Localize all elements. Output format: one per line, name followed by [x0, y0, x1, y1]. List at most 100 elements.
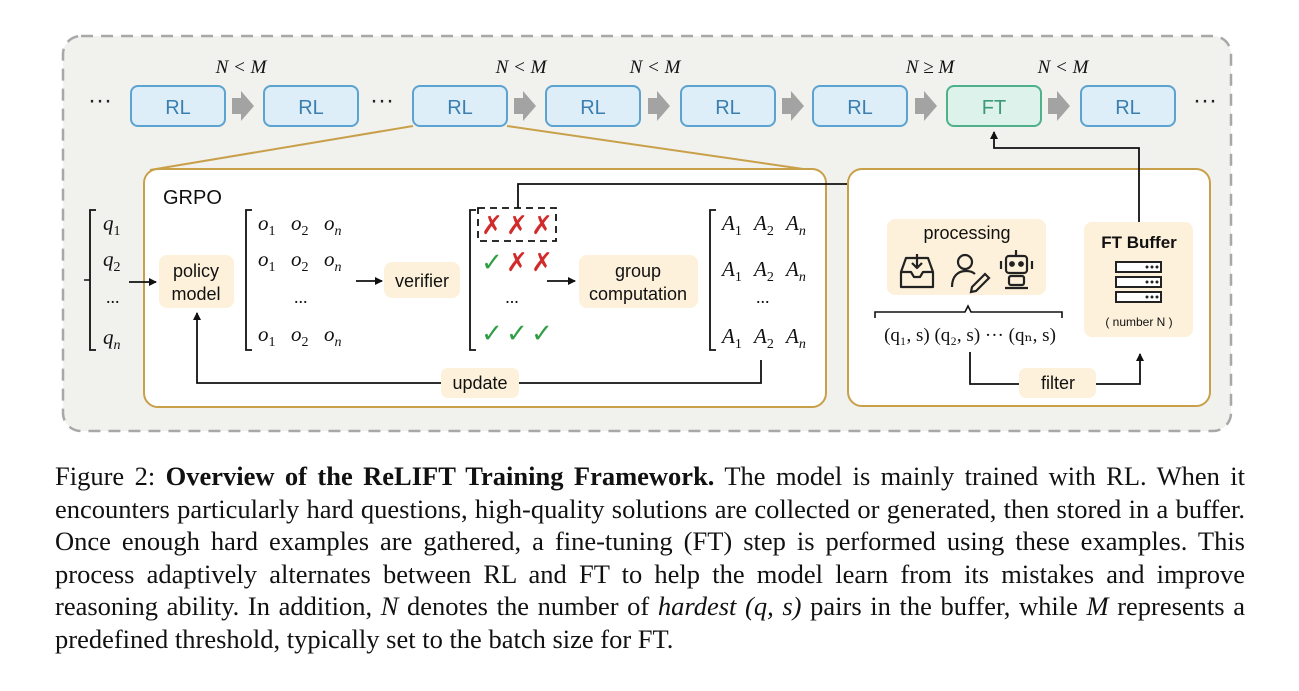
condition-label: N < M: [1037, 57, 1090, 78]
question-solution-pairs: (q₁, s) (q₂, s) ··· (qₙ, s): [884, 325, 1056, 346]
pairs-brace: [874, 304, 1063, 318]
buffer-panel: processing (q₁, s) (q₂, s) ··· (qₙ, s): [847, 168, 1211, 407]
group-computation-chip: group computation: [579, 255, 698, 308]
stage-label: RL: [580, 97, 606, 119]
question-ellipsis: ...: [106, 287, 120, 307]
block-arrow-icon: [232, 91, 254, 121]
caption-text: pairs in the buffer, while: [801, 591, 1087, 622]
condition-label: N < M: [495, 57, 548, 78]
block-arrow-icon: [648, 91, 670, 121]
svg-text:A2: A2: [752, 211, 774, 239]
server-stack-icon: [1115, 261, 1162, 303]
stage-rl-6: RL: [812, 85, 908, 127]
outputs-matrix: o1 o2 on o1 o2 on ... o1 o2 on: [258, 211, 342, 350]
svg-text:o1: o1: [258, 211, 276, 239]
ft-buffer-count: ( number N ): [1105, 315, 1172, 329]
caption-label: Figure 2:: [55, 461, 166, 491]
svg-text:A2: A2: [752, 324, 774, 352]
svg-text:o2: o2: [291, 322, 309, 350]
check-icon: ✓: [531, 318, 553, 348]
svg-text:on: on: [324, 247, 342, 275]
svg-text:An: An: [784, 324, 806, 352]
block-arrow-icon: [1048, 91, 1070, 121]
caption-text: The model is mainly trained with RL. Whe…: [55, 461, 1245, 622]
svg-text:An: An: [784, 257, 806, 285]
condition-label: N < M: [215, 57, 268, 78]
group-computation-label: computation: [589, 284, 687, 304]
policy-model-chip: policy model: [159, 255, 234, 308]
stage-label: RL: [165, 97, 191, 119]
stage-rl-4: RL: [545, 85, 641, 127]
block-arrow-icon: [514, 91, 536, 121]
svg-text:o1: o1: [258, 247, 276, 275]
question-qn: qn: [103, 325, 121, 353]
grpo-title: GRPO: [163, 187, 222, 209]
update-chip: update: [441, 368, 519, 398]
check-icon: ✓: [481, 247, 503, 277]
svg-text:on: on: [324, 211, 342, 239]
cross-icon: ✗: [506, 210, 528, 240]
caption-hardest: hardest: [657, 591, 737, 622]
verify-bracket-left: [469, 209, 476, 351]
svg-text:o2: o2: [291, 247, 309, 275]
block-arrow-icon: [782, 91, 804, 121]
processing-label: processing: [923, 223, 1010, 243]
robot-icon: [999, 250, 1034, 290]
stage-label: RL: [1115, 97, 1141, 119]
svg-text:An: An: [784, 211, 806, 239]
stage-label: RL: [715, 97, 741, 119]
grpo-panel: GRPO q1 q2 ... qn policy model o1 o2 on …: [84, 168, 827, 408]
group-computation-label: group: [615, 261, 661, 281]
block-arrows: [232, 91, 1070, 121]
zoom-line-left: [149, 125, 414, 171]
svg-text:A1: A1: [720, 324, 742, 352]
caption-symbol-m: M: [1086, 591, 1109, 622]
update-label: update: [452, 373, 507, 393]
cross-icon: ✗: [531, 210, 553, 240]
stage-label: RL: [847, 97, 873, 119]
cross-icon: ✗: [531, 247, 553, 277]
svg-text:A1: A1: [720, 257, 742, 285]
outputs-bracket-left: [245, 209, 252, 351]
verifier-label: verifier: [395, 271, 449, 291]
relift-diagram: ··· ··· ··· N < M N < M N < M N ≥ M N < …: [61, 34, 1233, 433]
check-icon: ✓: [506, 318, 528, 348]
stage-ft: FT: [946, 85, 1042, 127]
svg-text:A1: A1: [720, 211, 742, 239]
stage-rl-2: RL: [263, 85, 359, 127]
inbox-icon: [899, 254, 935, 289]
cross-icon: ✗: [506, 247, 528, 277]
svg-text:...: ...: [294, 287, 308, 307]
svg-text:...: ...: [756, 287, 770, 307]
svg-text:o2: o2: [291, 211, 309, 239]
caption-title: Overview of the ReLIFT Training Framewor…: [165, 461, 715, 491]
hardest-selection-box: [477, 207, 557, 242]
stage-label: RL: [447, 97, 473, 119]
filter-label: filter: [1041, 373, 1075, 393]
stage-rl-3: RL: [412, 85, 508, 127]
question-q2: q2: [103, 247, 121, 275]
cross-icon: ✗: [481, 210, 503, 240]
block-arrow-icon: [915, 91, 937, 121]
arrow-buffer-to-ft: [990, 131, 1140, 222]
svg-text:o1: o1: [258, 322, 276, 350]
stage-label: FT: [982, 97, 1006, 119]
stage-rl-5: RL: [680, 85, 776, 127]
condition-label: N < M: [629, 57, 682, 78]
caption-text: represents a predefined threshold, typic…: [55, 591, 1246, 654]
filter-chip: filter: [1019, 368, 1096, 398]
policy-model-label: policy: [173, 261, 219, 281]
person-edit-icon: [950, 253, 991, 294]
zoom-line-right: [506, 125, 811, 171]
pipeline: ··· ··· ··· N < M N < M N < M N ≥ M N < …: [88, 57, 1217, 127]
advantages-bracket-left: [709, 209, 716, 351]
ft-buffer-title: FT Buffer: [1101, 233, 1177, 252]
stage-rl-1: RL: [130, 85, 226, 127]
policy-model-label: model: [171, 284, 220, 304]
stage-label: RL: [298, 97, 324, 119]
caption-symbol-n: N: [380, 591, 399, 622]
caption-text: denotes the number of: [398, 591, 658, 622]
pipeline-ellipsis-mid: ···: [370, 87, 394, 114]
verify-ellipsis: ...: [505, 287, 519, 307]
check-icon: ✓: [481, 318, 503, 348]
